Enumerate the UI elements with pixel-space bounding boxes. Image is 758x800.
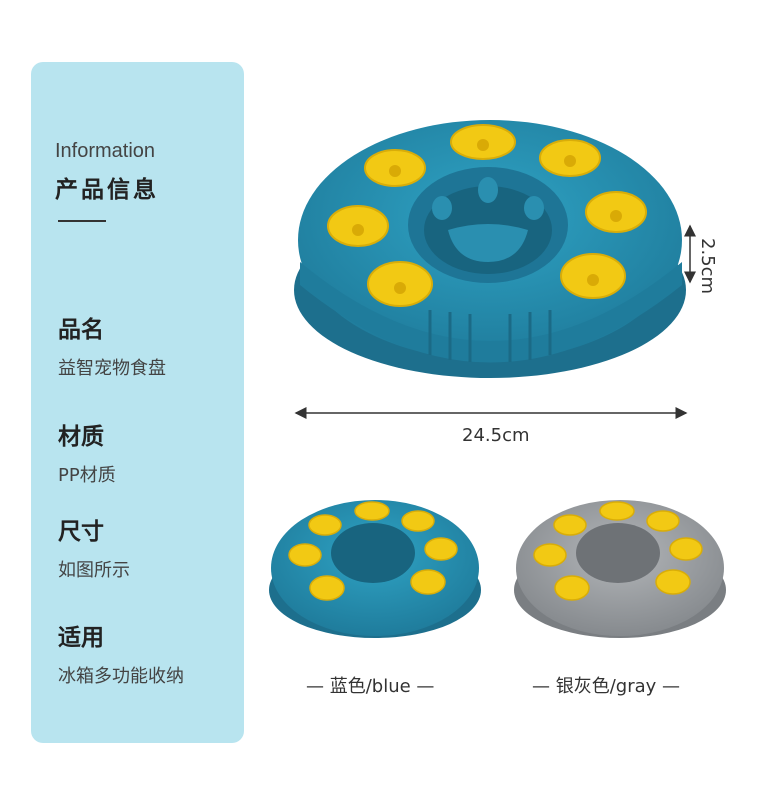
spec-value: PP材质 — [58, 465, 116, 486]
info-title-en: Information — [55, 140, 156, 162]
spec-label: 适用 — [58, 625, 104, 651]
variant-blue-caption: — 蓝色/blue — — [306, 676, 435, 697]
spec-value: 如图所示 — [58, 560, 130, 581]
diameter-label: 24.5cm — [462, 425, 530, 446]
main-bowl — [294, 120, 686, 378]
spec-material: 材质 PP材质 — [58, 417, 116, 487]
info-title-cn: 产品信息 — [55, 177, 159, 203]
spec-label: 品名 — [58, 317, 104, 343]
spec-label: 材质 — [58, 424, 104, 450]
gray-variant-bowl — [514, 500, 726, 638]
spec-value: 冰箱多功能收纳 — [58, 666, 184, 687]
variant-gray-caption: — 银灰色/gray — — [532, 676, 681, 697]
spec-label: 尺寸 — [58, 519, 104, 545]
spec-value: 益智宠物食盘 — [58, 358, 166, 379]
divider — [58, 220, 106, 222]
info-panel: Information 产品信息 品名 益智宠物食盘 材质 PP材质 尺寸 如图… — [31, 62, 244, 743]
spec-name: 品名 益智宠物食盘 — [58, 310, 166, 380]
spec-size: 尺寸 如图所示 — [58, 512, 130, 582]
height-label: 2.5cm — [697, 238, 718, 295]
spec-usage: 适用 冰箱多功能收纳 — [58, 618, 184, 688]
blue-variant-bowl — [269, 500, 481, 638]
